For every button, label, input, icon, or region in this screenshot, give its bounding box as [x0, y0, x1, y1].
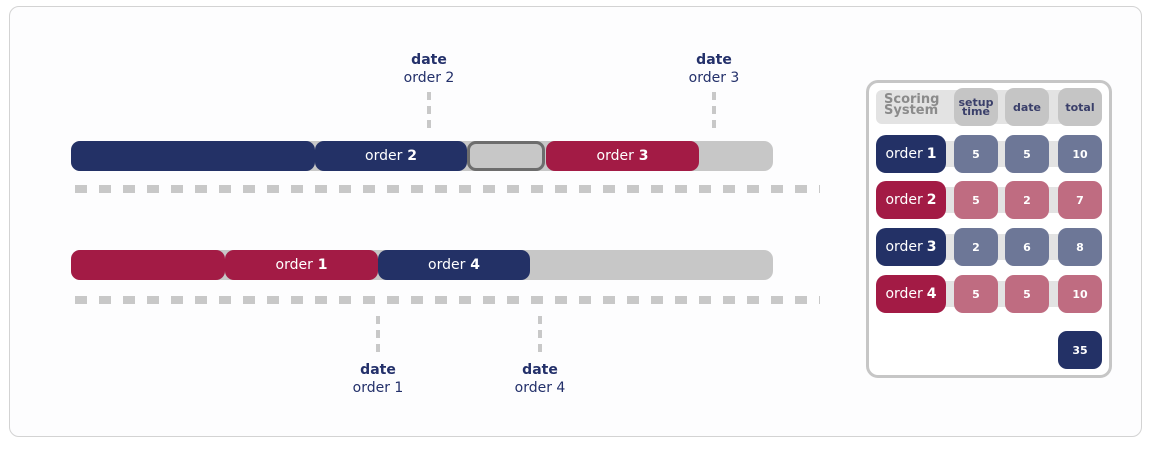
header-date: date — [1005, 88, 1049, 126]
header-setup-time: setup time — [954, 88, 998, 126]
order-word: order — [885, 286, 923, 302]
score-total-value: 7 — [1058, 181, 1102, 219]
score-date-value: 6 — [1005, 228, 1049, 266]
line2-segment-initial — [71, 250, 225, 280]
order-num: 4 — [926, 286, 937, 302]
score-setup-value: 5 — [954, 275, 998, 313]
order-num: 2 — [926, 192, 937, 208]
line1-segment-initial — [71, 141, 315, 171]
marker-date-label: date — [522, 362, 558, 378]
order-num: 1 — [926, 146, 937, 162]
score-date-value: 5 — [1005, 275, 1049, 313]
grand-total-value: 35 — [1058, 331, 1102, 369]
header-setup-line: time — [962, 105, 990, 118]
score-total-value: 10 — [1058, 135, 1102, 173]
order-num: 3 — [926, 239, 937, 255]
line1-segment-setup-gap — [467, 141, 545, 171]
score-setup-value: 2 — [954, 228, 998, 266]
header-setup-line: setup — [958, 96, 994, 109]
marker-order4-date: date order 4 — [480, 361, 600, 397]
segment-num: 1 — [317, 257, 328, 273]
line1-segment-order3: order 3 — [546, 141, 699, 171]
line1-axis-dashes — [75, 185, 820, 193]
score-setup-value: 5 — [954, 181, 998, 219]
marker-order3-date: date order 3 — [654, 51, 774, 87]
segment-num: 2 — [407, 148, 417, 164]
line2-segment-order1: order 1 — [225, 250, 378, 280]
marker-date-label: date — [360, 362, 396, 378]
marker-tick — [427, 92, 431, 128]
marker-order-label: order 4 — [514, 380, 566, 396]
marker-order-label: order 2 — [403, 70, 455, 86]
segment-num: 3 — [638, 148, 649, 164]
line2-axis-dashes — [75, 296, 820, 304]
segment-word: order — [596, 148, 634, 164]
score-setup-value: 5 — [954, 135, 998, 173]
order-word: order — [885, 192, 923, 208]
score-date-value: 5 — [1005, 135, 1049, 173]
line1-segment-order2: order 2 — [315, 141, 467, 171]
score-date-value: 2 — [1005, 181, 1049, 219]
scoring-title: Scoring System — [884, 92, 944, 118]
score-total-value: 8 — [1058, 228, 1102, 266]
marker-order-label: order 1 — [352, 380, 404, 396]
marker-order1-date: date order 1 — [318, 361, 438, 397]
marker-date-label: date — [411, 52, 447, 68]
marker-tick — [376, 316, 380, 352]
order-word: order — [885, 146, 923, 162]
marker-order-label: order 3 — [688, 70, 740, 86]
segment-num: 4 — [470, 257, 480, 273]
scoring-title-line: System — [884, 103, 939, 118]
segment-word: order — [275, 257, 313, 273]
score-total-value: 10 — [1058, 275, 1102, 313]
segment-word: order — [428, 257, 466, 273]
marker-date-label: date — [696, 52, 732, 68]
line2-segment-order4: order 4 — [378, 250, 530, 280]
marker-tick — [538, 316, 542, 352]
order-word: order — [885, 239, 923, 255]
segment-word: order — [365, 148, 403, 164]
header-total: total — [1058, 88, 1102, 126]
marker-tick — [712, 92, 716, 128]
marker-order2-date: date order 2 — [369, 51, 489, 87]
scoring-title-line: Scoring — [884, 92, 940, 107]
